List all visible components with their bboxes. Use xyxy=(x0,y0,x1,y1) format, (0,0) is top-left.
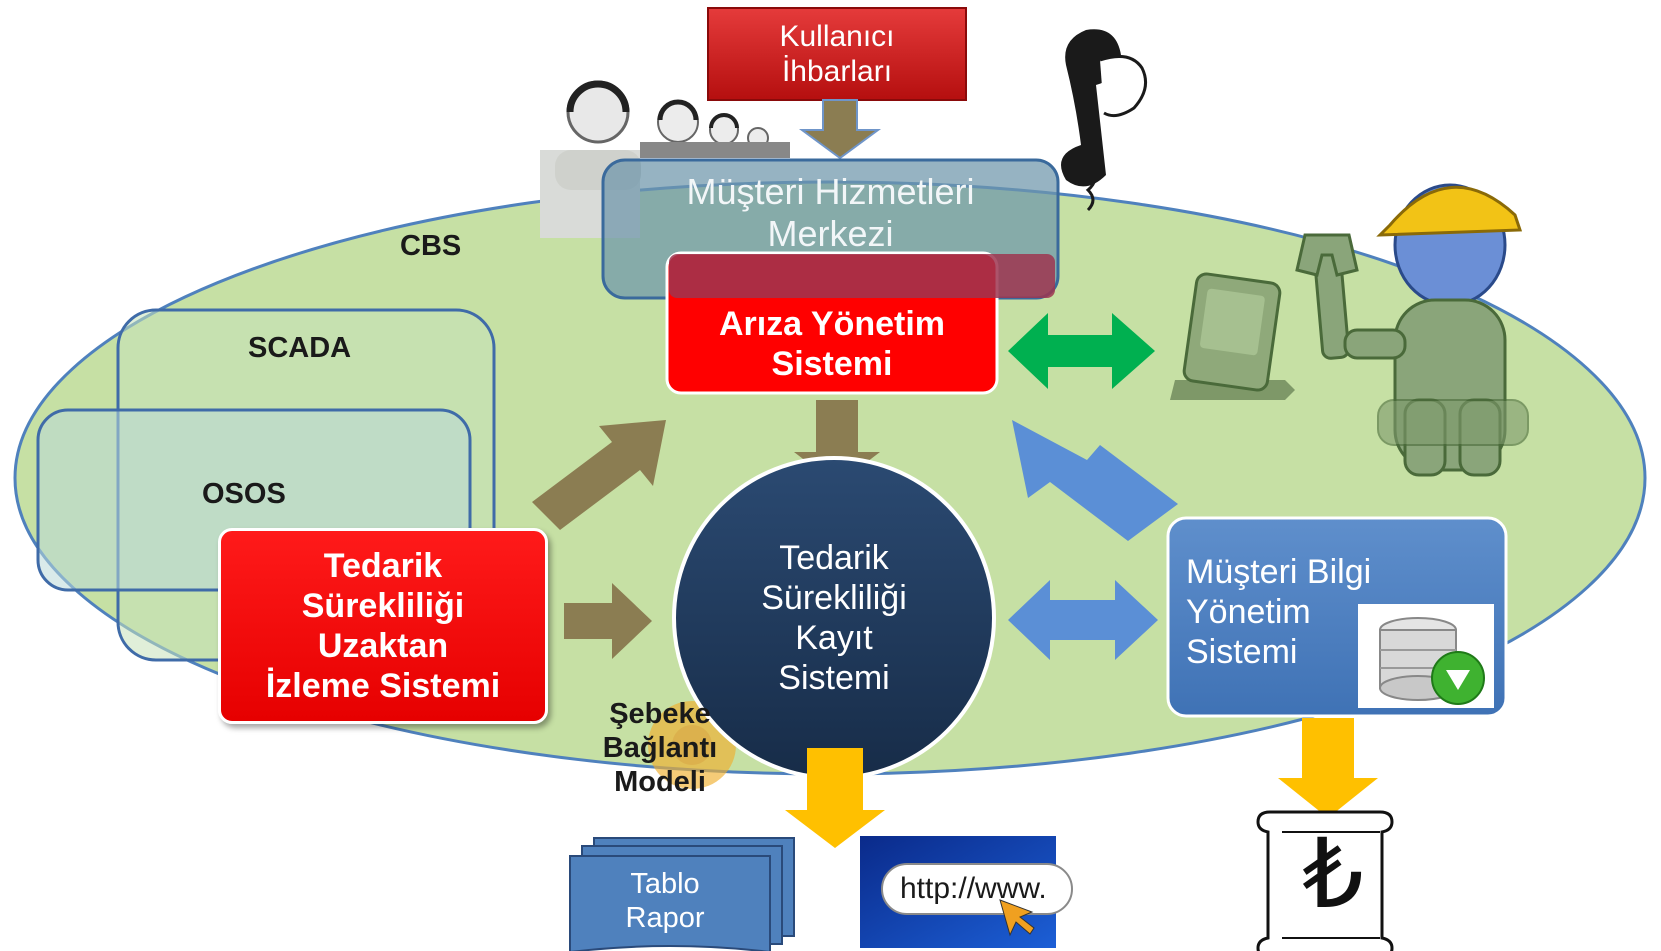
telephone-icon xyxy=(1061,29,1148,212)
arrow-remote-to-record xyxy=(564,583,652,659)
arrow-reports-down xyxy=(798,99,882,160)
user-reports-line-1: Kullanıcı xyxy=(779,19,895,53)
customer-info-label: Müşteri Bilgi Yönetim Sistemi xyxy=(1186,552,1371,672)
network-model-line-2: Bağlantı xyxy=(602,731,718,764)
table-report-label: Tablo Rapor xyxy=(590,860,740,942)
record-line-4: Sistemi xyxy=(778,659,890,698)
arrow-record-customer xyxy=(1008,580,1158,660)
fault-mgmt-line-2: Sistemi xyxy=(771,345,893,383)
table-report-line-1: Tablo xyxy=(630,867,700,900)
remote-monitoring-line-1: Tedarik xyxy=(323,546,443,585)
record-line-2: Sürekliliği xyxy=(761,578,907,617)
call-center-overlap xyxy=(669,254,1055,298)
lira-bill-icon xyxy=(1256,810,1394,951)
call-center-line-1: Müşteri Hizmetleri xyxy=(686,170,975,212)
remote-monitoring-line-3: Uzaktan xyxy=(317,627,449,665)
record-system-label: Tedarik Sürekliliği Kayıt Sistemi xyxy=(680,520,988,716)
user-reports-label: Kullanıcı İhbarları xyxy=(708,8,966,100)
arrow-remote-to-fault xyxy=(532,420,666,530)
customer-info-line-3: Sistemi xyxy=(1186,633,1298,672)
network-model-line-3: Modeli xyxy=(614,766,706,799)
network-model-line-1: Şebeke xyxy=(609,697,711,730)
handheld-device-icon xyxy=(1170,272,1295,400)
cbs-label: CBS xyxy=(400,230,462,262)
database-icon xyxy=(1358,604,1494,708)
scada-label: SCADA xyxy=(248,332,352,364)
user-reports-line-2: İhbarları xyxy=(781,55,893,88)
call-center-line-2: Merkezi xyxy=(767,213,894,254)
web-http-icon xyxy=(860,836,1073,948)
call-center-label: Müşteri Hizmetleri Merkezi xyxy=(603,168,1058,258)
record-line-1: Tedarik xyxy=(779,538,889,577)
fault-mgmt-label: Arıza Yönetim Sistemi xyxy=(667,298,997,390)
customer-info-line-2: Yönetim xyxy=(1186,593,1311,632)
table-report-icon xyxy=(569,837,795,951)
remote-monitoring-line-4: İzleme Sistemi xyxy=(265,667,501,706)
remote-monitoring-line-2: Sürekliliği xyxy=(301,586,465,625)
arrow-customer-to-bill xyxy=(1278,718,1378,818)
user-reports-box xyxy=(707,7,967,101)
network-model-label: Şebeke Bağlantı Modeli xyxy=(580,692,740,804)
customer-info-line-1: Müşteri Bilgi xyxy=(1186,553,1372,591)
http-label: http://www. xyxy=(900,872,1047,905)
fault-mgmt-line-1: Arıza Yönetim xyxy=(718,304,946,343)
osos-label: OSOS xyxy=(202,478,286,510)
arrow-customer-to-fault xyxy=(1012,420,1178,541)
lira-symbol: ₺ xyxy=(1302,818,1364,930)
engineer-icon xyxy=(1295,183,1529,477)
record-line-3: Kayıt xyxy=(795,619,873,657)
arrow-record-to-reports xyxy=(785,748,885,848)
table-report-line-2: Rapor xyxy=(625,902,705,934)
arrow-fault-device xyxy=(1008,313,1155,389)
remote-monitoring-box: Tedarik Sürekliliği Uzaktan İzleme Siste… xyxy=(218,528,548,724)
